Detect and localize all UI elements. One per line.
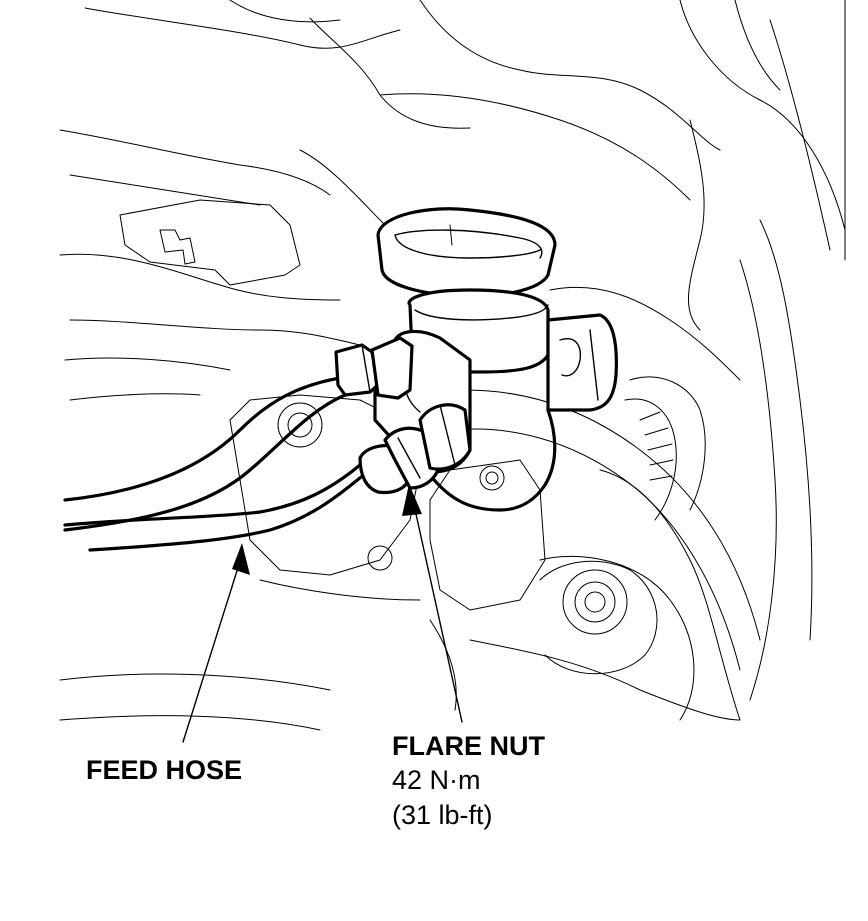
feed-hose-label: FEED HOSE (86, 755, 243, 785)
feed-hose (63, 336, 414, 552)
feed-hose-arrow (182, 543, 250, 743)
engine-bay-background (59, 0, 846, 731)
flare-nut-torque-imperial: (31 lb-ft) (392, 800, 493, 830)
flare-nut-label: FLARE NUT (392, 731, 545, 761)
flare-nut-arrow (402, 484, 463, 723)
flare-nut (358, 403, 472, 495)
flare-nut-torque-metric: 42 N·m (392, 765, 481, 795)
supply-hose (454, 389, 761, 671)
